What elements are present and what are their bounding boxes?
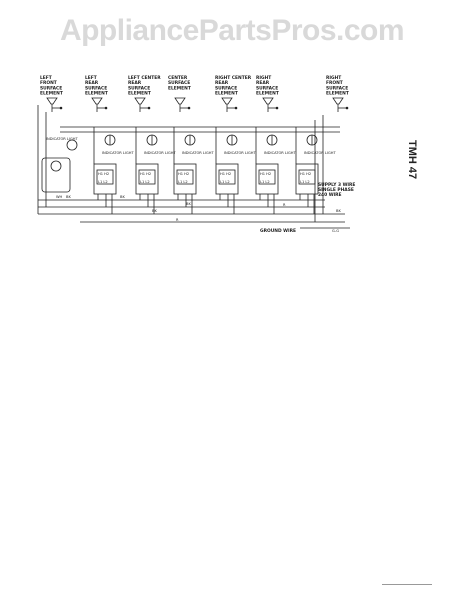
element-label-line: REAR: [215, 80, 229, 86]
element-label-line: ELEMENT: [168, 85, 191, 91]
surface-element-symbol: [262, 97, 274, 105]
element-terminal: [187, 106, 191, 110]
footer-mark: [382, 584, 432, 589]
infinite-switch: [215, 163, 239, 195]
element-label-line: SURFACE: [40, 85, 62, 91]
switch-inner: [176, 169, 194, 185]
thermostat-dial: [50, 160, 62, 172]
element-label-line: FRONT: [40, 80, 57, 86]
element-label-line: RIGHT: [326, 75, 341, 81]
indicator-light-label: INDICATOR LIGHT: [46, 137, 78, 141]
surface-elements: [46, 97, 349, 214]
surface-element-symbol: [46, 97, 58, 105]
ground-code-label: G-G: [332, 229, 339, 233]
element-label-line: ELEMENT: [326, 91, 349, 97]
indicator-light: [66, 139, 78, 151]
wire-label-r: R: [176, 218, 179, 222]
switch-terminal-label: L1 L2: [98, 180, 108, 184]
oven-thermostat-box: [41, 157, 71, 193]
element-terminal: [234, 106, 238, 110]
element-label-line: SURFACE: [128, 85, 150, 91]
infinite-switch: [173, 163, 197, 195]
indicator-light-label: INDICATOR LIGHT: [144, 151, 176, 155]
element-label-line: ELEMENT: [256, 91, 279, 97]
element-terminal: [345, 106, 349, 110]
infinite-switch: [255, 163, 279, 195]
switch-terminal-label: H1 H2: [140, 172, 151, 176]
element-labels: LEFTFRONTSURFACEELEMENTLEFTREARSURFACEEL…: [40, 75, 349, 184]
switch-terminal-label: H1 H2: [98, 172, 109, 176]
element-label-line: SURFACE: [168, 80, 190, 86]
wire-label-bk-2: BK: [120, 195, 125, 199]
switch-terminal-label: L1 L2: [178, 180, 188, 184]
wiring-lines: [37, 105, 350, 229]
supply-label-3: 240 WIRE: [318, 192, 342, 198]
element-label-line: RIGHT: [256, 75, 271, 81]
element-label-line: REAR: [256, 80, 270, 86]
indicator-light-label: INDICATOR LIGHT: [182, 151, 214, 155]
surface-element-symbol: [134, 97, 146, 105]
element-terminal: [275, 106, 279, 110]
element-label-line: LEFT: [40, 75, 52, 81]
element-label-line: FRONT: [326, 80, 343, 86]
watermark-text: AppliancePartsPros.com: [59, 14, 405, 47]
wire-label-bk-3: BK: [186, 202, 191, 206]
indicator-light-label: INDICATOR LIGHT: [304, 151, 336, 155]
wire-label-group: BK BK BK BK R R WH BK SUPPLY 3 WIRE SING…: [56, 182, 355, 234]
switch-inner: [218, 169, 236, 185]
element-terminal: [59, 106, 63, 110]
surface-element-symbol: [174, 97, 186, 105]
infinite-switch: [135, 163, 159, 195]
switch-inner: [258, 169, 276, 185]
wire-label-wh: WH: [56, 195, 63, 199]
supply-label-1: SUPPLY 3 WIRE: [318, 182, 355, 188]
element-label-line: LEFT CENTER: [128, 75, 161, 81]
element-label-line: ELEMENT: [128, 91, 151, 97]
element-label-line: ELEMENT: [85, 91, 108, 97]
switch-inner: [138, 169, 156, 185]
wire-label-bk-right: BK: [336, 209, 341, 213]
element-label-line: SURFACE: [85, 85, 107, 91]
switch-terminal-label: L1 L2: [300, 180, 310, 184]
element-label-line: ELEMENT: [215, 91, 238, 97]
wire-label-bk-4: BK: [152, 209, 157, 213]
element-label-line: SURFACE: [326, 85, 348, 91]
element-terminal: [104, 106, 108, 110]
switch-terminal-label: H1 H2: [220, 172, 231, 176]
wire-label-bk: BK: [66, 195, 71, 199]
element-label-line: ELEMENT: [40, 91, 63, 97]
switch-terminal-label: H1 H2: [260, 172, 271, 176]
indicator-light-label: INDICATOR LIGHT: [224, 151, 256, 155]
element-label-line: SURFACE: [256, 85, 278, 91]
element-label-line: REAR: [85, 80, 99, 86]
infinite-switch: [295, 163, 319, 195]
switch-terminal-label: L1 L2: [140, 180, 150, 184]
element-label-line: LEFT: [85, 75, 97, 81]
switch-terminal-label: H1 H2: [300, 172, 311, 176]
infinite-switch: [93, 163, 117, 195]
element-label-line: SURFACE: [215, 85, 237, 91]
surface-element-symbol: [221, 97, 233, 105]
element-label-line: CENTER: [168, 75, 188, 81]
indicator-light-label: INDICATOR LIGHT: [102, 151, 134, 155]
switch-terminal-label: L1 L2: [220, 180, 230, 184]
supply-label-2: SINGLE PHASE: [318, 187, 354, 193]
element-label-line: RIGHT CENTER: [215, 75, 252, 81]
switch-terminal-label: H1 H2: [178, 172, 189, 176]
wire-label-r-2: R: [283, 203, 286, 207]
surface-element-symbol: [332, 97, 344, 105]
switch-inner: [96, 169, 114, 185]
indicator-light-label: INDICATOR LIGHT: [264, 151, 296, 155]
switch-terminal-label: L1 L2: [260, 180, 270, 184]
element-label-line: REAR: [128, 80, 142, 86]
element-terminal: [147, 106, 151, 110]
surface-element-symbol: [91, 97, 103, 105]
ground-wire-label: GROUND WIRE: [260, 228, 296, 234]
